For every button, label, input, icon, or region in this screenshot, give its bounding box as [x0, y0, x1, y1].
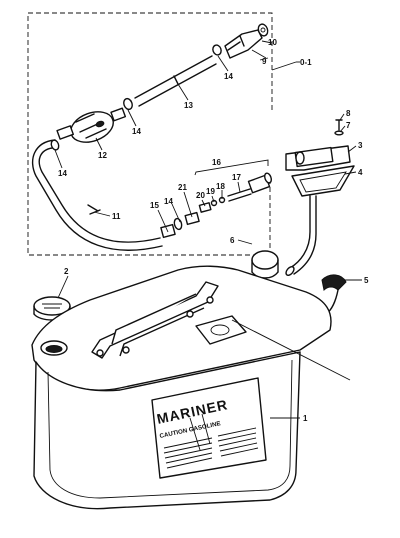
callout-5: 5 — [364, 276, 369, 285]
primer-bulb — [56, 107, 127, 143]
callout-6: 6 — [230, 236, 235, 245]
callout-12: 12 — [98, 151, 107, 160]
leader-lines — [54, 40, 362, 419]
callout-19: 19 — [206, 187, 215, 196]
callout-7: 7 — [346, 121, 351, 130]
callout-4: 4 — [358, 168, 363, 177]
hose-section — [134, 55, 217, 107]
callout-14-d: 14 — [164, 197, 173, 206]
fuel-tank — [31, 265, 332, 510]
callout-20: 20 — [196, 191, 205, 200]
callout-11: 11 — [112, 212, 121, 221]
callout-13: 13 — [184, 101, 193, 110]
callout-21: 21 — [178, 183, 187, 192]
fitting-cluster — [160, 172, 272, 239]
callout-1: 1 — [303, 414, 308, 423]
screw-and-washer — [334, 119, 344, 136]
callout-3: 3 — [358, 141, 363, 150]
callout-labels: 1 2 3 4 5 6 7 8 9 10 11 12 13 14 14 14 1… — [58, 38, 369, 423]
pickup-assembly — [285, 145, 355, 276]
callout-18: 18 — [216, 182, 225, 191]
callout-14-c: 14 — [58, 169, 67, 178]
callout-2: 2 — [64, 267, 69, 276]
callout-10: 10 — [268, 38, 277, 47]
callout-8: 8 — [346, 109, 351, 118]
callout-14-b: 14 — [132, 127, 141, 136]
callout-15: 15 — [150, 201, 159, 210]
hose-kit-boundary — [27, 12, 297, 256]
fuel-hose — [31, 139, 163, 251]
hose-clamp — [50, 44, 222, 231]
callout-9: 9 — [262, 57, 267, 66]
callout-14-a: 14 — [224, 72, 233, 81]
tank-connector — [224, 23, 269, 59]
callout-16: 16 — [212, 158, 221, 167]
callout-0-1: 0-1 — [300, 58, 312, 67]
callout-17: 17 — [232, 173, 241, 182]
tank-fine-print — [163, 427, 259, 469]
